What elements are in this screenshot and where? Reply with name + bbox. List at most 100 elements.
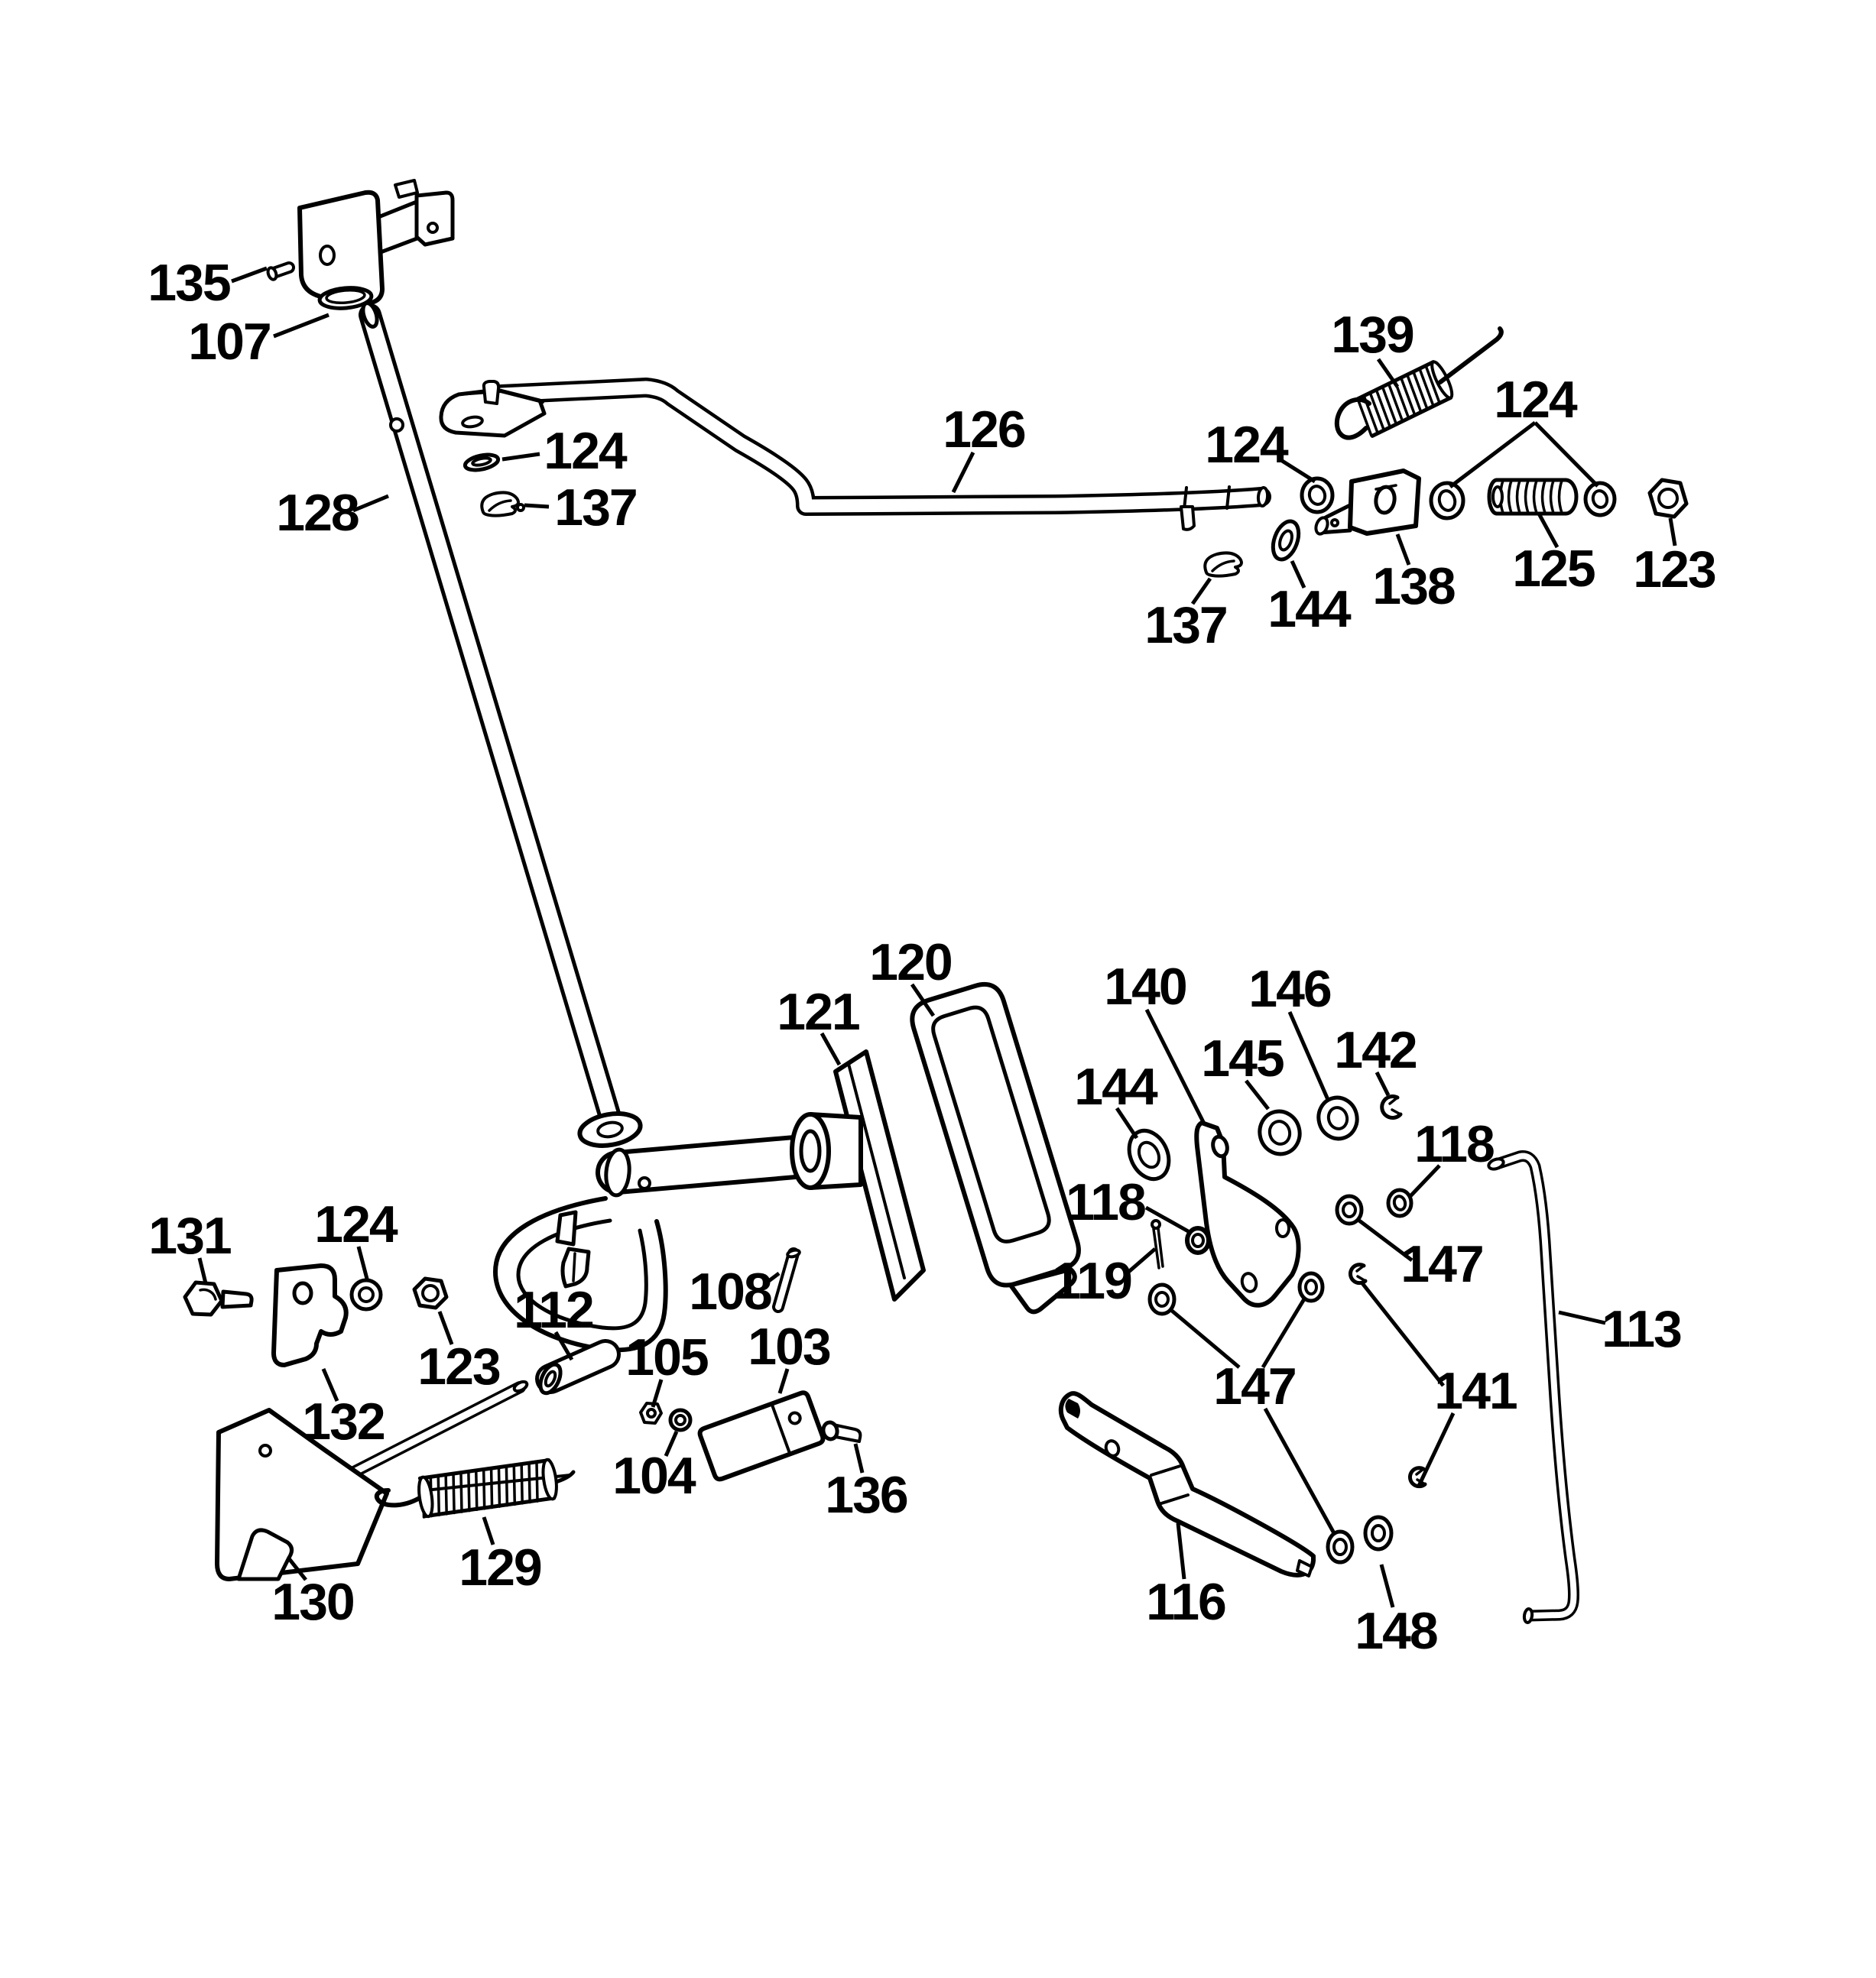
washer-148: [1363, 1515, 1394, 1552]
callout-118: 118: [1414, 1115, 1494, 1173]
lever-121: [833, 1049, 926, 1302]
bolt-131: [183, 1280, 254, 1317]
washer-144-bottom: [1127, 1128, 1171, 1182]
leader-147: [1358, 1219, 1413, 1262]
leader-132: [321, 1368, 339, 1402]
leader-147: [1170, 1309, 1241, 1369]
lift-shaft-weldment: [493, 1111, 817, 1353]
callout-148: 148: [1355, 1602, 1437, 1660]
callout-144: 144: [1074, 1058, 1158, 1116]
leader-112: [553, 1331, 574, 1361]
callout-126: 126: [943, 400, 1025, 459]
callout-123: 123: [1633, 540, 1715, 598]
washer-147-mid: [1297, 1271, 1325, 1303]
callout-140: 140: [1104, 958, 1186, 1016]
leader-145: [1245, 1079, 1270, 1111]
leader-147: [1261, 1296, 1307, 1369]
pedal-pad-103: [697, 1390, 826, 1482]
clip-137-top-left: [480, 491, 525, 517]
leader-123: [437, 1311, 454, 1345]
leader-104: [664, 1430, 679, 1458]
washer-124-pair-right: [1583, 481, 1617, 517]
leader-107: [273, 313, 329, 339]
leader-144: [1290, 559, 1306, 589]
leader-135: [231, 266, 268, 284]
bracket-138: [1314, 469, 1421, 536]
washer-124-bottom-left: [349, 1278, 383, 1312]
leader-146: [1287, 1011, 1331, 1102]
leader-113: [1558, 1310, 1606, 1325]
nut-123-left: [412, 1276, 449, 1310]
leader-141: [1417, 1412, 1456, 1487]
leader-131: [197, 1257, 208, 1284]
leader-124: [1278, 457, 1316, 484]
callout-139: 139: [1331, 306, 1413, 364]
leader-118: [1144, 1205, 1191, 1234]
callout-130: 130: [271, 1573, 354, 1631]
nut-105: [639, 1402, 663, 1425]
leader-108: [762, 1272, 781, 1286]
washer-144-top: [1271, 519, 1301, 562]
sector-plate-130: [215, 1408, 389, 1581]
bracket-132: [271, 1263, 349, 1367]
callout-144: 144: [1267, 580, 1352, 638]
callout-129: 129: [459, 1539, 541, 1597]
spacer-tube-112: [535, 1339, 621, 1396]
e-clip-142: [1380, 1094, 1403, 1120]
callout-135: 135: [148, 254, 230, 312]
callout-108: 108: [689, 1263, 771, 1321]
clip-137-top-right: [1203, 551, 1243, 578]
callout-113: 113: [1602, 1300, 1681, 1358]
leader-142: [1375, 1071, 1391, 1097]
leader-116: [1176, 1522, 1186, 1580]
leader-119: [1125, 1247, 1157, 1276]
leader-129: [482, 1516, 495, 1545]
callout-142: 142: [1334, 1021, 1417, 1079]
callout-141: 141: [1434, 1362, 1517, 1420]
leader-124: [1449, 421, 1537, 488]
leader-140: [1144, 1008, 1206, 1125]
leader-105: [651, 1379, 664, 1408]
lift-handle-126: [439, 378, 1271, 531]
leader-124: [501, 452, 540, 462]
leader-118: [1407, 1164, 1441, 1199]
leader-126: [951, 451, 975, 494]
callout-107: 107: [188, 313, 270, 371]
washer-118-left: [1185, 1226, 1211, 1255]
washer-124-pair-left: [1429, 481, 1465, 520]
leader-124: [1534, 421, 1599, 488]
callout-123: 123: [417, 1338, 500, 1396]
leader-147: [1263, 1407, 1336, 1535]
pivot-bushing: [790, 1112, 863, 1190]
washer-118-right: [1386, 1188, 1413, 1218]
callout-103: 103: [748, 1318, 830, 1376]
pin-108: [772, 1247, 801, 1313]
callout-116: 116: [1146, 1573, 1225, 1631]
cotter-pin-119: [1151, 1219, 1164, 1269]
spring-ferrule-125: [1487, 478, 1579, 516]
leader-125: [1537, 512, 1560, 549]
pin-135: [266, 261, 295, 281]
washer-147-left: [1147, 1282, 1177, 1316]
callout-118: 118: [1066, 1173, 1145, 1231]
spring-129: [374, 1458, 576, 1519]
callout-121: 121: [777, 983, 859, 1041]
leader-148: [1379, 1564, 1395, 1608]
callout-125: 125: [1512, 540, 1595, 598]
washer-124-top-left: [463, 452, 501, 472]
callout-124: 124: [544, 422, 628, 480]
callout-137: 137: [554, 478, 636, 537]
leader-137: [524, 503, 550, 509]
bracket-116: [1058, 1391, 1316, 1578]
leader-139: [1376, 358, 1400, 388]
washer-147-right: [1335, 1194, 1364, 1226]
callout-147: 147: [1213, 1357, 1295, 1415]
callout-112: 112: [514, 1281, 593, 1339]
shaft-128: [359, 301, 623, 1133]
leader-120: [910, 983, 936, 1017]
leader-130: [287, 1556, 307, 1581]
callout-124: 124: [1205, 416, 1289, 474]
